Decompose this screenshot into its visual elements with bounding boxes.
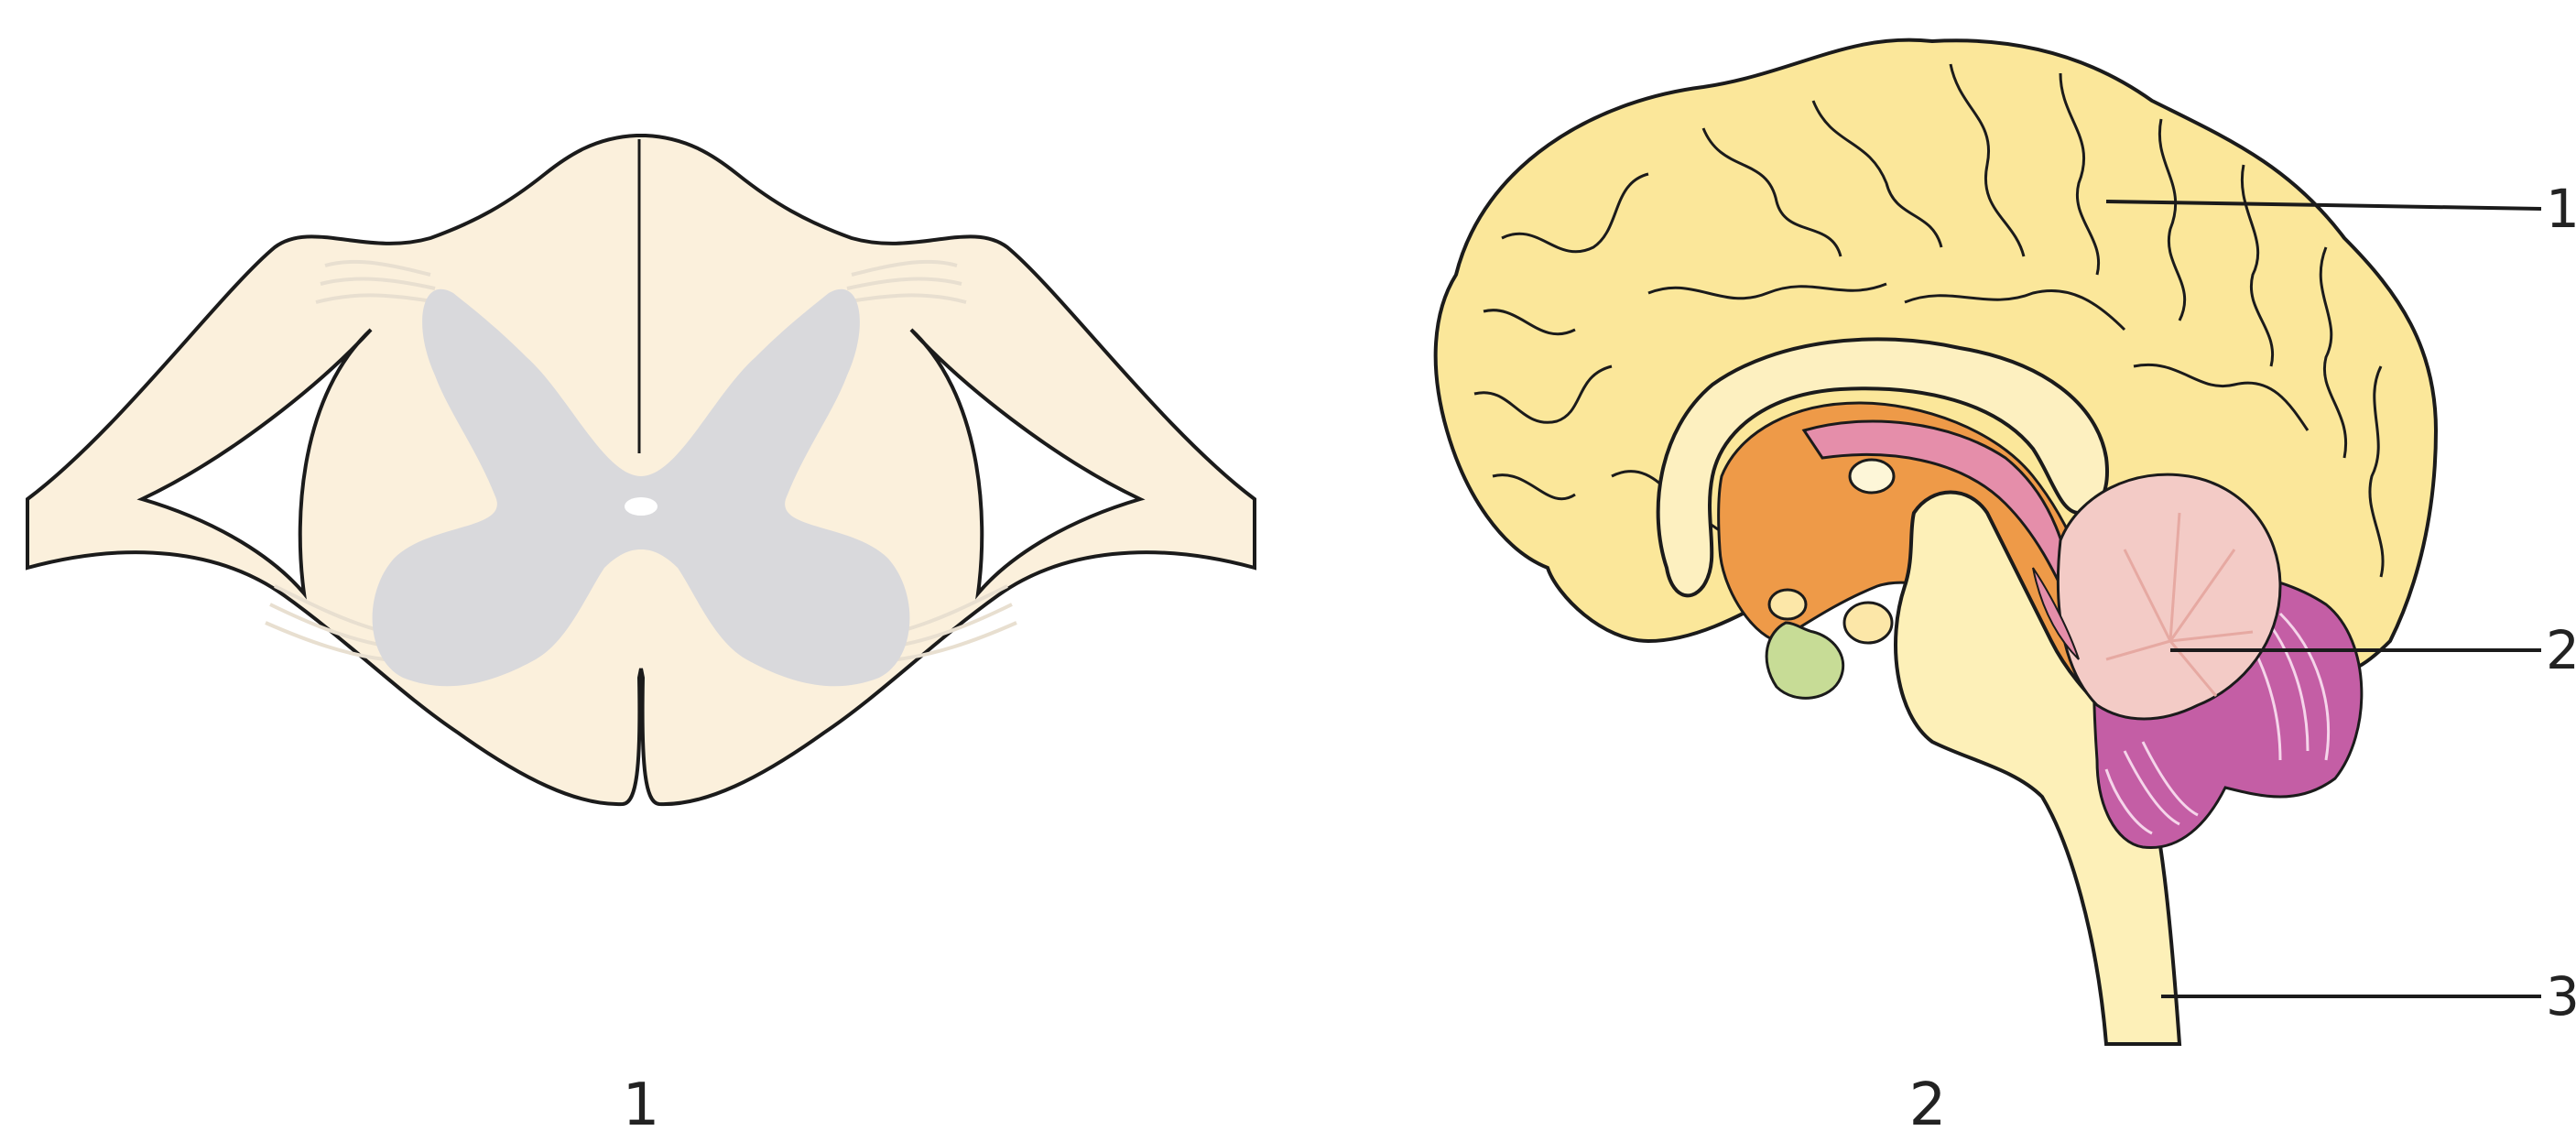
mammillary-body: [1844, 603, 1892, 643]
callout-label-3: 3: [2546, 965, 2576, 1028]
thalamic-adhesion: [1850, 460, 1894, 493]
callout-label-2: 2: [2546, 619, 2576, 681]
spinal-cord-cross-section: [27, 136, 1255, 804]
optic-chiasm: [1769, 590, 1806, 619]
callout-label-1: 1: [2546, 178, 2576, 240]
pituitary-gland: [1766, 623, 1843, 698]
figure-1-caption: 1: [623, 1071, 660, 1131]
figure-2-caption: 2: [1909, 1071, 1947, 1131]
central-canal: [625, 497, 658, 516]
brain-sagittal-section: [1436, 40, 2436, 1044]
